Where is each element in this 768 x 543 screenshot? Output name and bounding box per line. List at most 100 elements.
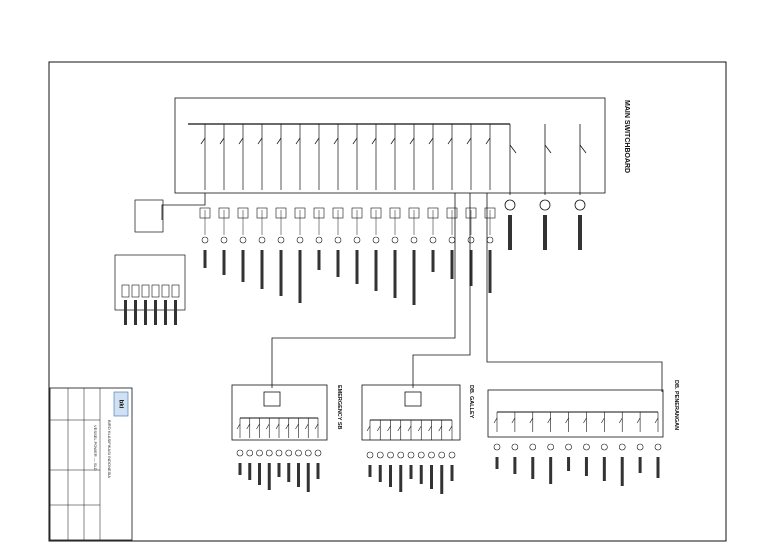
breaker-symbol [314,137,320,145]
sub-label-mark [513,457,517,474]
feeder-label-mark [374,250,378,291]
breaker-symbol [295,137,301,145]
connection-to-middle-panel [412,193,471,388]
feeder-label-mark [279,250,283,296]
generator-label-mark [543,215,547,250]
aux-label-mark [154,300,157,325]
main-feeders [199,124,496,305]
sub-label-mark [248,463,252,480]
bki-logo-text: bki [117,400,123,409]
breaker-symbol [257,137,263,145]
generator-symbol [574,199,586,211]
sub-load-symbol [304,449,312,457]
sub-breaker [314,423,319,430]
auxiliary-feeders [121,284,180,325]
breaker-symbol [200,137,206,145]
title-block: bki BIRO KLASIFIKASI INDONESIA VESSEL PO… [49,387,133,541]
sub-breaker [246,423,251,430]
sub-label-mark [656,457,660,478]
sub-label-mark [584,457,588,476]
aux-label-mark [164,300,167,325]
aux-breaker [131,284,140,298]
sub-load-symbol [387,451,394,459]
sub-load-symbol [618,443,626,451]
aux-label-mark [134,300,137,325]
sub-label-mark [620,457,624,486]
sub-breaker [275,423,280,430]
feeder-label-mark [450,250,454,279]
motor-symbol [277,236,285,244]
connection-to-left-panel [271,193,456,388]
sub-label-mark [531,457,535,479]
sub-load-symbol [583,443,590,451]
feeder-label-mark [469,250,473,286]
breaker-symbol [428,137,434,145]
sub-label-mark [602,457,606,481]
sub-load-symbol [256,449,263,457]
sub-panel-left-title: EMERGENCY SB [336,385,342,430]
feeder-label-mark [317,250,321,270]
sub-label-mark [287,463,291,482]
feeder-label-mark [298,250,302,303]
sub-load-symbol [236,449,244,457]
breaker-symbol [352,137,358,145]
sub-load-symbol [428,451,435,459]
sub-breaker [438,425,443,432]
starter-box [294,207,306,219]
sub-load-symbol [438,451,446,459]
main-switchboard-title: MAIN SWITCHBOARD [623,100,630,173]
auxiliary-panel-frame [114,254,186,311]
motor-symbol [201,236,209,244]
starter-box [427,207,439,219]
motor-symbol [467,236,475,244]
feeder-label-mark [488,250,492,293]
sub-breaker [304,423,309,430]
title-block-project: VESSEL POWER — SLD [93,425,98,471]
sub-breaker [265,423,270,430]
starter-box [370,207,382,219]
sub-panel-left-transformer [263,391,281,407]
motor-symbol [220,236,228,244]
sub-label-mark [549,457,553,484]
breaker-symbol [409,137,415,145]
sub-panel-right: DB. PENERANGAN [487,380,679,486]
sub-load-symbol [417,451,425,459]
sub-breaker [636,417,641,424]
sub-label-mark [495,457,499,469]
generator-breaker [544,144,552,154]
drawing-border [48,61,727,542]
sub-panel-right-title: DB. PENERANGAN [673,380,679,430]
generator-breaker [509,144,517,154]
sub-label-mark [430,465,433,489]
sub-breaker [376,425,381,432]
sub-label-mark [409,465,413,479]
sub-breaker [236,423,241,430]
breaker-symbol [466,137,472,145]
breaker-symbol [219,137,225,145]
sub-label-mark [450,465,454,481]
sub-label-mark [277,463,281,477]
sub-load-symbol [448,451,456,459]
sub-label-mark [419,465,423,484]
sub-breaker [493,417,498,424]
starter-box [256,207,268,219]
sub-panel-right-frame [487,389,664,438]
sub-load-symbol [636,443,644,451]
sub-breaker [295,423,299,430]
starter-box [446,207,458,219]
generator-symbol [504,199,516,211]
sub-label-mark [297,463,300,487]
starter-box [313,207,325,219]
generator-label-mark [508,215,512,250]
feeder-connections [161,193,663,392]
breaker-symbol [390,137,396,145]
aux-label-mark [174,300,177,325]
motor-symbol [486,236,494,244]
feeder-label-mark [260,250,264,289]
sub-load-symbol [295,449,302,457]
sub-label-mark [567,457,571,471]
sub-panel-right-feeders [493,411,662,486]
connection-to-right-panel [486,193,663,392]
motor-symbol [296,236,304,244]
